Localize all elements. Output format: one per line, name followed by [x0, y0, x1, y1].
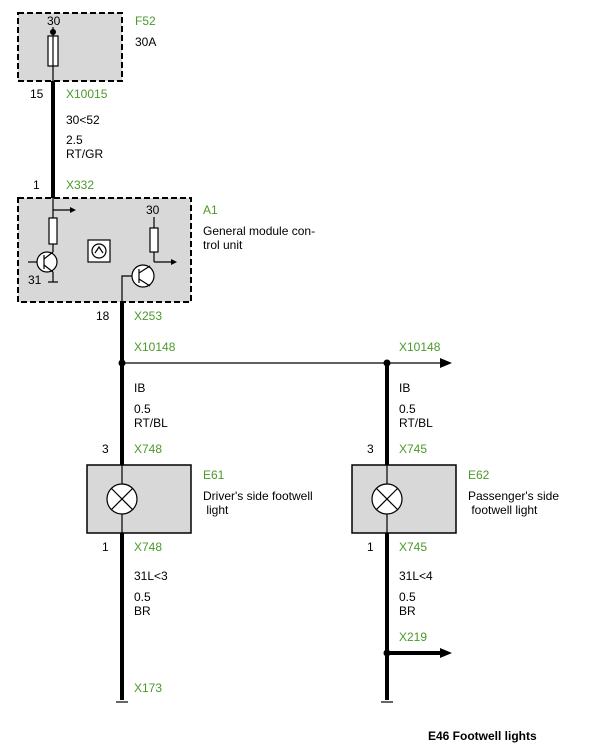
module-pin-in: 1: [33, 178, 40, 192]
transistor-right-output: [121, 275, 132, 302]
fuse-pin-top: 30: [47, 14, 61, 28]
ground-right-id: X219: [399, 630, 427, 644]
ground-left-id: X173: [134, 681, 162, 695]
wire-right-color: RT/BL: [399, 416, 433, 430]
lamp-left-desc-2: light: [203, 503, 229, 517]
wire-right-size: 0.5: [399, 402, 416, 416]
wire-left-lower-size: 0.5: [134, 590, 151, 604]
splice-dot-left: [118, 359, 126, 367]
lamp-right-pin-top: 3: [367, 442, 374, 456]
lamp-left-connector-top: X748: [134, 442, 162, 456]
lamp-right-desc-1: Passenger's side: [468, 489, 559, 503]
module-pin-30: 30: [146, 203, 160, 217]
module-right-resistor: [149, 227, 159, 253]
lamp-left-connector-bottom: X748: [134, 540, 162, 554]
module-pin-out: 18: [96, 309, 110, 323]
module-id: A1: [203, 203, 218, 217]
lamp-left-box: [86, 464, 192, 534]
transistor-right-icon: [131, 264, 155, 288]
diagram-caption: E46 Footwell lights: [428, 729, 537, 743]
lamp-right-connector-bottom: X745: [399, 540, 427, 554]
transistor-right-collector: [138, 265, 151, 274]
fuse-rating: 30A: [135, 35, 156, 49]
fuse-box: [17, 12, 123, 82]
wire-fuse-color: RT/GR: [66, 147, 103, 161]
lamp-left-id: E61: [203, 468, 225, 482]
x219-arrow-icon: [440, 648, 452, 658]
wire-left-lower-circuit: 31L<3: [134, 569, 168, 583]
lamp-left-pin-top: 3: [102, 442, 109, 456]
wire-fuse-circuit: 30<52: [66, 113, 100, 127]
wire-right-lower-size: 0.5: [399, 590, 416, 604]
lamp-right-box: [351, 464, 457, 534]
module-left-resistor: [48, 217, 58, 245]
wire-right-circuit: IB: [399, 381, 410, 395]
lamp-right-desc-2: footwell light: [468, 503, 538, 517]
module-connector-in: X332: [66, 178, 94, 192]
lamp-left-cross-2: [110, 487, 134, 511]
transistor-left-emitter: [43, 264, 54, 273]
module-left-arrow-icon: [70, 207, 76, 213]
lamp-right-id: E62: [468, 468, 490, 482]
module-logic-symbol-icon: [87, 239, 111, 263]
fuse-connector: X10015: [66, 87, 108, 101]
fuse-terminal-dot: [50, 29, 56, 35]
fuse-pin-bottom: 15: [30, 87, 44, 101]
wire-fuse-size: 2.5: [66, 133, 83, 147]
wire-left-size: 0.5: [134, 402, 151, 416]
module-connector-out: X253: [134, 309, 162, 323]
wire-left-color: RT/BL: [134, 416, 168, 430]
module-logic-symbol-mark: [94, 245, 104, 254]
transistor-left-collector: [43, 251, 54, 260]
lamp-right-cross-2: [375, 487, 399, 511]
wire-right-lower-circuit: 31L<4: [399, 569, 433, 583]
lamp-right-pin-bottom: 1: [367, 540, 374, 554]
x219-splice-dot: [383, 649, 391, 657]
module-pin-31: 31: [28, 273, 42, 287]
lamp-left-desc-1: Driver's side footwell: [203, 489, 313, 503]
lamp-left-pin-bottom: 1: [102, 540, 109, 554]
module-logic-symbol-circle: [91, 243, 107, 259]
module-desc-1: General module con-: [203, 224, 315, 238]
fuse-id: F52: [135, 14, 156, 28]
wire-left-lower-color: BR: [134, 604, 151, 618]
transistor-left-icon: [36, 251, 58, 273]
lamp-right-connector-top: X745: [399, 442, 427, 456]
splice-arrow-icon: [440, 358, 452, 368]
module-right-arrow-icon: [171, 259, 177, 265]
wire-left-circuit: IB: [134, 381, 145, 395]
module-desc-2: trol unit: [203, 238, 243, 252]
splice-id-right: X10148: [399, 340, 441, 354]
wire-right-lower-color: BR: [399, 604, 416, 618]
transistor-right-emitter: [138, 278, 151, 287]
splice-id: X10148: [134, 340, 176, 354]
